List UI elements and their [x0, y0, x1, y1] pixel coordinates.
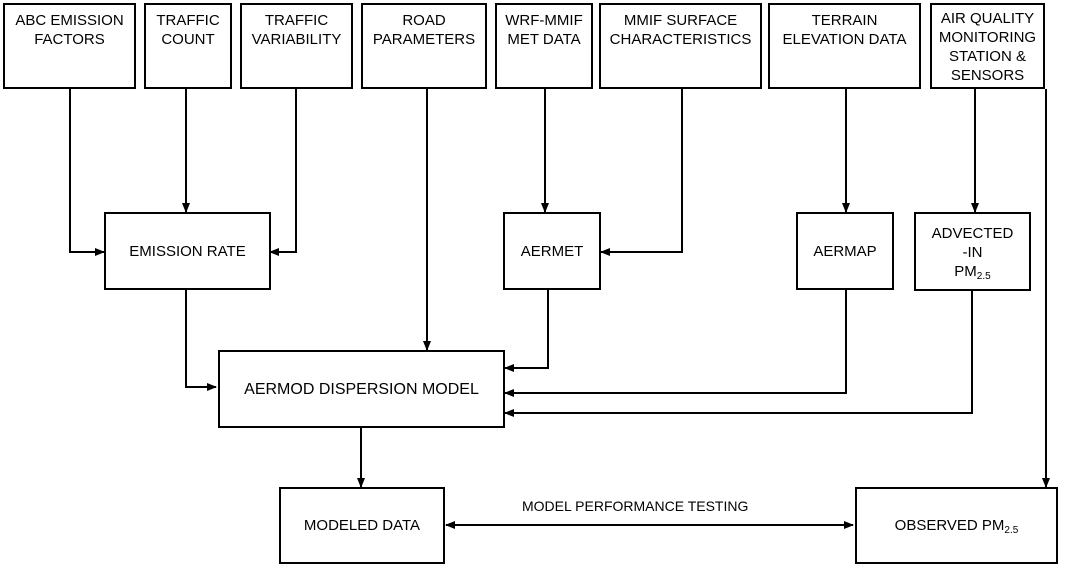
arrow-abc-to-emission — [69, 89, 105, 256]
node-road-parameters: ROAD PARAMETERS — [361, 3, 487, 89]
node-wrf-mmif-met-data: WRF-MMIF MET DATA — [495, 3, 593, 89]
arrow-aermap-to-aermod — [504, 289, 847, 397]
node-traffic-count: TRAFFIC COUNT — [144, 3, 232, 89]
node-air-quality-monitoring: AIR QUALITY MONITORING STATION & SENSORS — [930, 3, 1045, 89]
observed-pm-label: OBSERVED PM2.5 — [894, 517, 1019, 536]
arrow-surface-to-aermet — [600, 89, 683, 256]
node-mmif-surface-characteristics: MMIF SURFACE CHARACTERISTICS — [599, 3, 762, 89]
node-abc-emission-factors: ABC EMISSION FACTORS — [3, 3, 136, 89]
node-emission-rate: EMISSION RATE — [104, 212, 271, 290]
node-observed-pm25: OBSERVED PM2.5 — [855, 487, 1058, 564]
node-modeled-data: MODELED DATA — [279, 487, 445, 564]
arrow-variability-to-emission — [269, 89, 297, 256]
label-model-performance-testing: MODEL PERFORMANCE TESTING — [522, 498, 749, 514]
arrow-emission-to-aermod — [185, 289, 217, 391]
advected-in-label: ADVECTED -IN — [931, 225, 1014, 261]
node-traffic-variability: TRAFFIC VARIABILITY — [240, 3, 353, 89]
arrow-aermet-to-aermod — [504, 289, 549, 372]
arrow-advected-to-aermod — [504, 291, 973, 417]
advected-pm-label: PM2.5 — [954, 263, 991, 282]
node-advected-in-pm25: ADVECTED -IN PM2.5 — [914, 212, 1031, 291]
node-aermap: AERMAP — [796, 212, 894, 290]
node-aermet: AERMET — [503, 212, 601, 290]
node-terrain-elevation-data: TERRAIN ELEVATION DATA — [768, 3, 921, 89]
node-aermod-dispersion-model: AERMOD DISPERSION MODEL — [218, 350, 505, 428]
